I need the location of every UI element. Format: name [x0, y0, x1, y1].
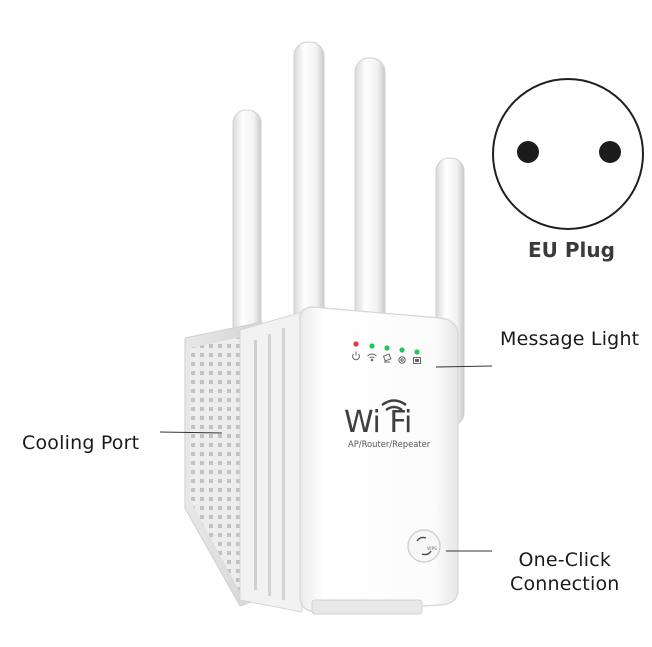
wps-label: WPS: [427, 546, 437, 552]
power-led: [353, 341, 359, 347]
one-click-line1: One-Click: [518, 549, 612, 571]
one-click-line2: Connection: [510, 573, 620, 595]
cooling-port-pointer: [159, 431, 223, 434]
status-led-1: [369, 343, 375, 349]
wifi-logo-text: Wi Fi: [344, 405, 412, 440]
message-light-label: Message Light: [500, 328, 640, 350]
eu-plug: [492, 78, 644, 230]
eu-plug-label: EU Plug: [528, 238, 615, 262]
router-body: [299, 306, 459, 615]
satellite-icon: [382, 353, 392, 363]
plug-pin-right: [599, 141, 621, 163]
plug-pin-left: [517, 141, 539, 163]
cooling-port-label: Cooling Port: [22, 432, 140, 454]
status-led-3: [399, 347, 405, 353]
wifi-signal-icon: [381, 399, 407, 411]
wifi-icon: [367, 353, 377, 362]
one-click-connection-label: One-Click Connection: [510, 548, 620, 596]
status-led-2: [384, 345, 390, 351]
message-light-pointer: [435, 365, 493, 368]
gear-icon: [398, 356, 406, 364]
side-vents: [239, 311, 303, 613]
wps-button[interactable]: WPS: [407, 529, 441, 563]
wifi-logo-subtitle: AP/Router/Repeater: [348, 439, 431, 449]
lan-icon: [413, 357, 421, 364]
wifi-logo: Wi Fi AP/Router/Repeater: [344, 399, 431, 449]
wps-button-icon: [416, 536, 432, 556]
antenna-center-right: [354, 57, 386, 335]
power-icon: [352, 351, 360, 361]
message-light-panel: [352, 341, 421, 364]
antenna-center-left: [293, 41, 325, 333]
status-led-4: [414, 349, 420, 355]
